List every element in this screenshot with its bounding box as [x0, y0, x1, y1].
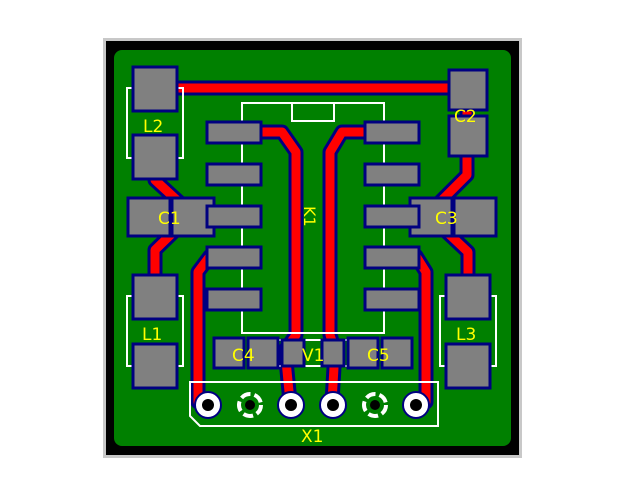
pad-k1-9: [363, 162, 421, 187]
pad-l2-2: [131, 133, 179, 181]
pad-k1-7: [363, 245, 421, 270]
pad-c2-1: [447, 68, 489, 112]
label-k1: K1: [300, 206, 319, 227]
x1-pin-3: [277, 391, 305, 419]
pad-k1-4: [205, 245, 263, 270]
label-v1: V1: [302, 346, 324, 366]
k1-notch: [291, 102, 335, 122]
pad-c4-1: [212, 336, 246, 370]
pad-c3-2: [452, 196, 498, 238]
pad-k1-2: [205, 162, 263, 187]
label-l3: L3: [456, 325, 476, 345]
label-l2: L2: [143, 117, 163, 137]
pad-l3-1: [444, 273, 492, 321]
pad-k1-3: [205, 204, 263, 229]
x1-pin-6: [402, 391, 430, 419]
label-x1: X1: [301, 427, 323, 447]
x1-pin-5-thermal: [362, 392, 388, 418]
x1-pins: [194, 391, 430, 419]
pad-k1-10: [363, 120, 421, 145]
label-c3: C3: [435, 209, 458, 229]
l2-outline-right: [177, 87, 184, 159]
x1-pin-2-thermal: [237, 392, 263, 418]
pad-k1-1: [205, 120, 263, 145]
l1-outline-left: [126, 295, 133, 367]
x1-outline: [189, 381, 439, 427]
x1-pin-1: [194, 391, 222, 419]
pad-c5-1: [346, 336, 380, 370]
pad-c5-2: [380, 336, 414, 370]
pad-l1-2: [131, 342, 179, 390]
l1-outline-right: [177, 295, 184, 367]
l3-outline-left: [439, 295, 446, 367]
pads: [126, 65, 498, 390]
label-c4: C4: [232, 346, 255, 366]
label-c5: C5: [367, 346, 390, 366]
l2-outline-left: [126, 87, 133, 159]
pad-k1-8: [363, 204, 421, 229]
pad-l3-2: [444, 342, 492, 390]
pad-l2-1: [131, 65, 179, 113]
pad-c2-2: [447, 114, 489, 158]
label-c1: C1: [158, 209, 181, 229]
pad-v1-2: [320, 338, 346, 368]
pad-k1-5: [205, 287, 263, 312]
pad-c1-1: [126, 196, 172, 238]
pad-l1-1: [131, 273, 179, 321]
pad-k1-6: [363, 287, 421, 312]
pad-v1-1: [280, 338, 306, 368]
l3-outline-right: [490, 295, 497, 367]
x1-pin-4: [319, 391, 347, 419]
pad-c4-2: [246, 336, 280, 370]
label-c2: C2: [454, 107, 477, 127]
label-l1: L1: [142, 325, 162, 345]
